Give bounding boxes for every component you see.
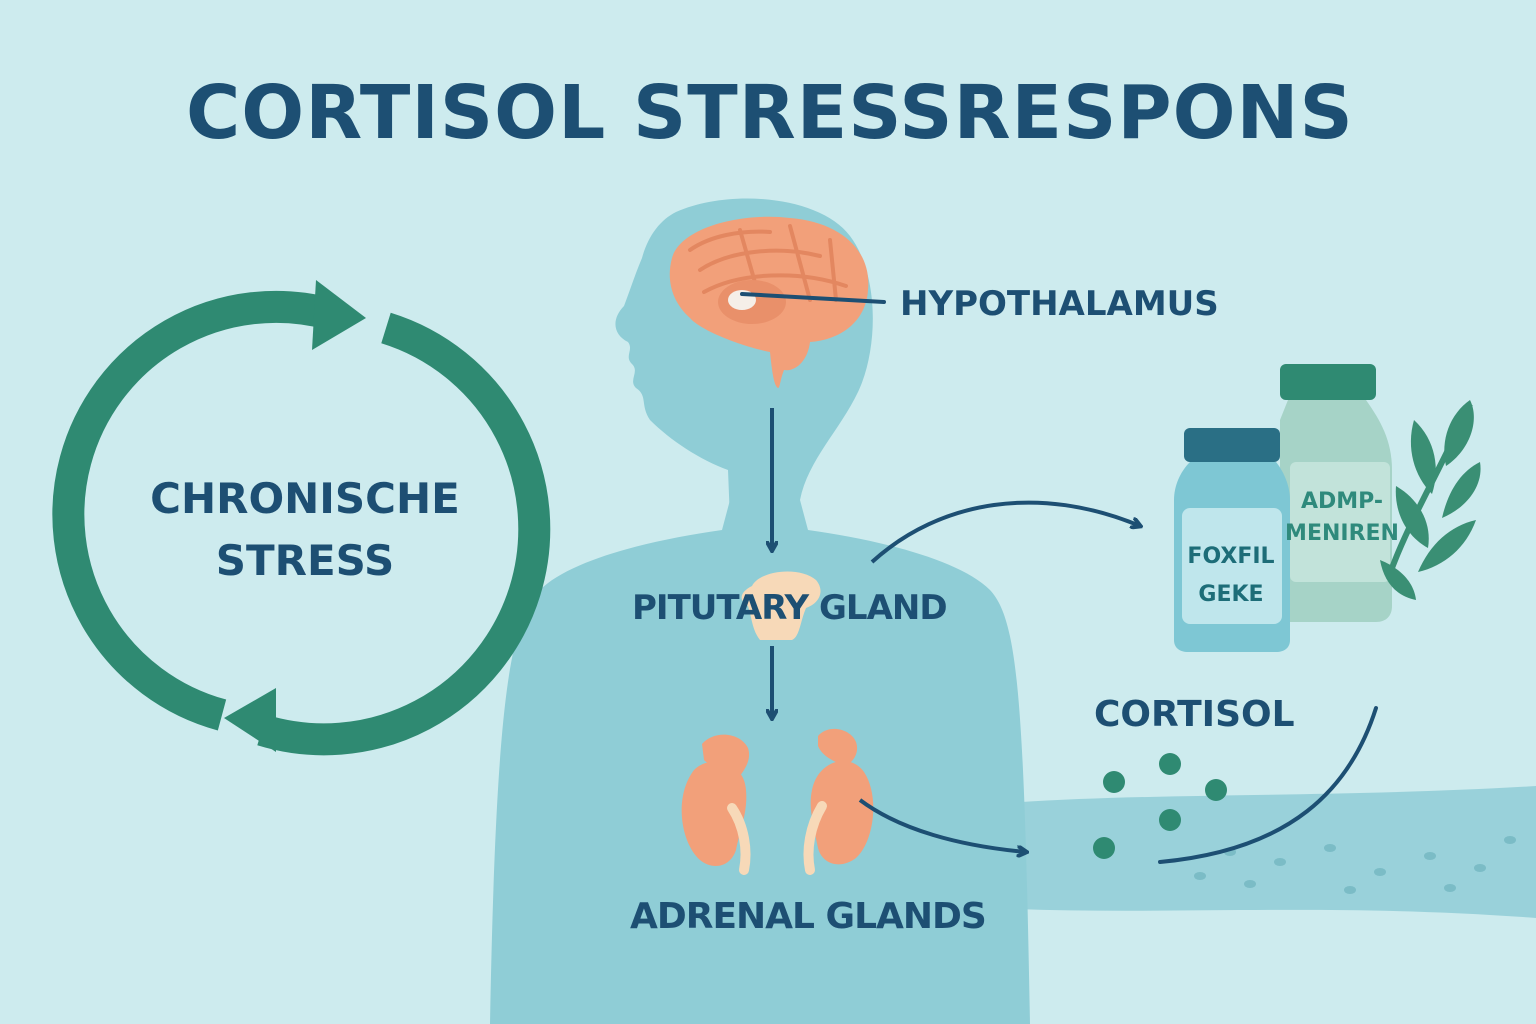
bottle-front-label: FOXFIL GEKE — [1176, 538, 1286, 614]
pituitary-gland-label: PITUTARY GLAND — [632, 588, 948, 628]
bottle-back-label: ADMP- MENIREN — [1282, 486, 1402, 550]
arrow-bloodstream-curve — [1158, 706, 1378, 864]
cycle-arrows-icon — [52, 290, 551, 756]
arrow-adrenal-to-bloodstream — [858, 798, 1026, 852]
supplement-bottle-front — [1174, 428, 1290, 652]
cycle-arrowheads — [224, 280, 366, 752]
arrow-pituitary-to-supplements — [870, 500, 1140, 564]
hypothalamus-pointer — [740, 292, 886, 304]
adrenal-glands-icon — [681, 728, 874, 875]
cycle-label-line2: STRESS — [215, 536, 395, 585]
herb-leaves-icon — [1380, 400, 1481, 600]
cortisol-molecules — [1093, 753, 1227, 859]
cycle-label: CHRONISCHE STRESS — [120, 468, 490, 592]
cortisol-label: CORTISOL — [1094, 694, 1295, 735]
page-title: CORTISOL STRESSRESPONS — [186, 70, 1354, 156]
hypothalamus-label: HYPOTHALAMUS — [900, 284, 1219, 324]
bottle-front-label-line2: GEKE — [1198, 582, 1264, 607]
bottle-front-label-line1: FOXFIL — [1187, 544, 1275, 569]
pituitary-gland-icon — [741, 571, 821, 640]
tissue-dots — [1194, 836, 1516, 894]
bottle-back-label-line1: ADMP- — [1300, 489, 1384, 514]
adrenal-glands-label: ADRENAL GLANDS — [630, 896, 987, 937]
bottle-back-label-line2: MENIREN — [1285, 521, 1399, 546]
supplement-bottle-back — [1280, 364, 1392, 622]
cycle-label-line1: CHRONISCHE — [150, 474, 460, 523]
